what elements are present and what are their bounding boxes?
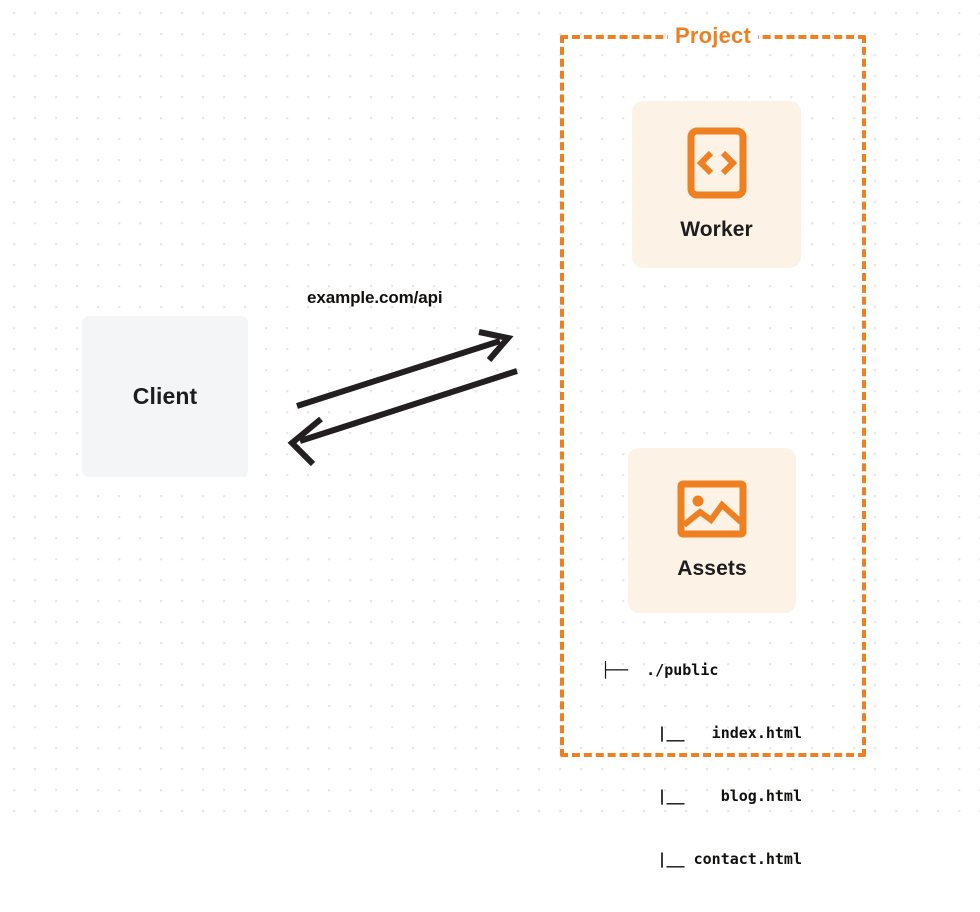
assets-card-label: Assets <box>677 557 747 580</box>
response-arrow <box>287 368 518 467</box>
client-box: Client <box>82 316 248 477</box>
file-tree-item: |__ blog.html <box>657 787 803 805</box>
file-tree-root: ├── ./public <box>601 661 719 679</box>
request-arrow <box>296 329 514 409</box>
assets-file-tree: ├── ./public |__ index.html |__ blog.htm… <box>601 618 802 912</box>
project-title: Project <box>668 23 758 49</box>
assets-card[interactable]: Assets <box>628 448 796 613</box>
client-label: Client <box>132 383 198 409</box>
worker-card[interactable]: Worker <box>632 101 801 268</box>
file-tree-item: |__ contact.html <box>657 850 803 868</box>
worker-card-label: Worker <box>680 218 753 241</box>
image-photo-icon <box>677 480 747 543</box>
diagram-canvas: Client example.com/api Project Worker <box>0 0 980 868</box>
file-tree-item: |__ index.html <box>657 724 803 742</box>
connection-label: example.com/api <box>307 288 443 307</box>
code-brackets-icon <box>687 127 747 204</box>
project-container: Project <box>560 23 866 757</box>
